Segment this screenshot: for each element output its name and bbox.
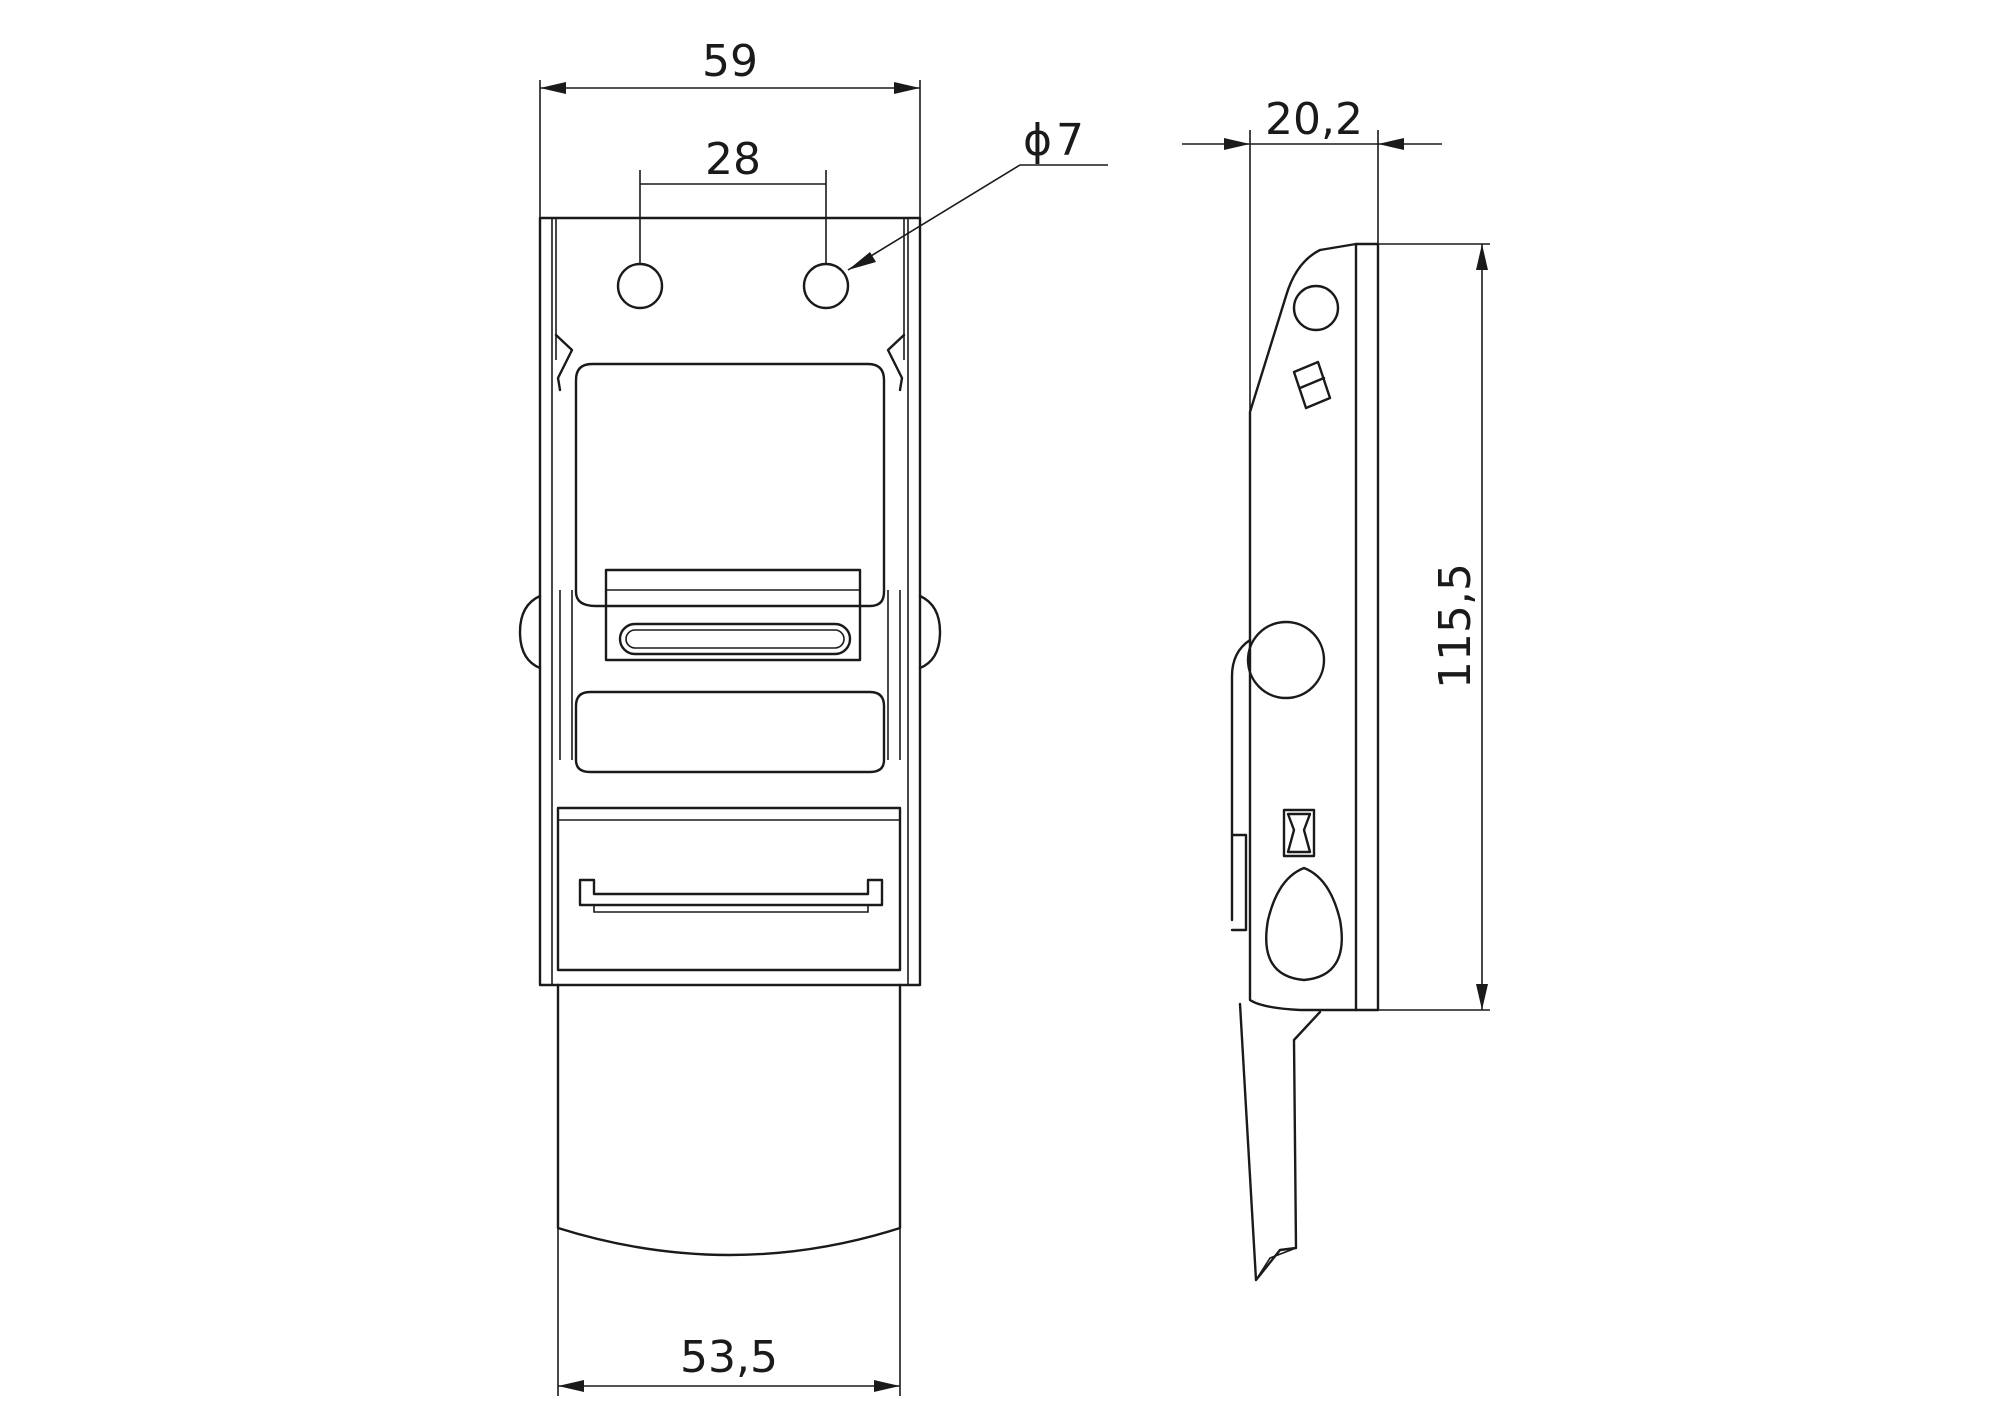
- dim-hole-diameter: 7: [1056, 115, 1084, 166]
- mounting-hole-left: [616, 262, 664, 310]
- left-pivot: [518, 594, 542, 670]
- lever-body: [556, 983, 902, 1257]
- side-rivet-square: [1282, 808, 1316, 858]
- dim-line-115-5: [1378, 243, 1490, 1011]
- dim-leader-hole: [847, 164, 1108, 271]
- side-base-plate: [1354, 242, 1380, 1012]
- hook-tongue: [604, 568, 862, 662]
- lever-slot: [578, 878, 884, 907]
- dim-diameter-symbol: ϕ: [1023, 115, 1052, 166]
- side-pivot: [1246, 620, 1326, 700]
- side-teardrop: [1265, 866, 1343, 982]
- side-lever: [1238, 1002, 1322, 1282]
- dim-hole-spacing: 28: [705, 134, 761, 185]
- dim-line-20-2: [1182, 130, 1442, 412]
- side-dimensions: 20,2 115,5: [1182, 94, 1490, 1011]
- hook-body: [574, 362, 886, 608]
- dim-depth: 20,2: [1265, 94, 1363, 145]
- side-view: [1230, 242, 1380, 1282]
- dim-line-28: [639, 170, 827, 264]
- side-hole: [1292, 284, 1340, 332]
- lever-band: [556, 806, 902, 972]
- hook-slot: [618, 622, 852, 656]
- mounting-hole-right: [802, 262, 850, 310]
- dim-overall-width: 59: [702, 36, 758, 87]
- right-notch: [886, 333, 906, 392]
- base-plate: [538, 216, 922, 987]
- side-rivet-top: [1292, 360, 1332, 410]
- right-pivot: [918, 594, 942, 670]
- plate-flanges: [551, 218, 909, 985]
- front-dimensions: 59 28 ϕ 7 53,5: [539, 36, 1108, 1396]
- dim-height: 115,5: [1430, 563, 1481, 689]
- dim-line-53-5: [557, 1228, 901, 1396]
- lever-upper-block: [574, 690, 886, 774]
- front-view: [518, 216, 942, 1257]
- dim-lever-width: 53,5: [680, 1332, 778, 1383]
- left-notch: [554, 333, 574, 392]
- dim-line-59: [539, 80, 921, 218]
